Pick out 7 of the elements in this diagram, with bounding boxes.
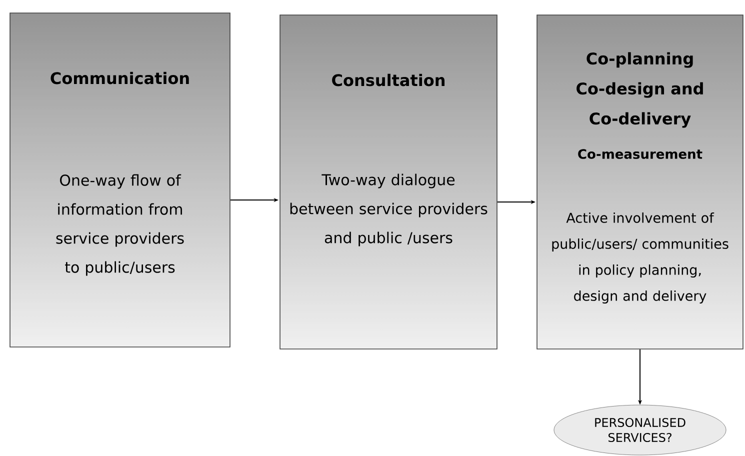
stage-heading: Consultation — [332, 74, 444, 86]
stage-subheading: Co-measurement — [578, 149, 702, 159]
stage-heading: Communication — [50, 72, 189, 84]
stage-description: Two-way dialogue between service providers and public /users — [290, 174, 488, 246]
stage-description: One-way flow of information from service providers to public/users — [56, 174, 184, 276]
stage-description: Active involvement of public/users/ communities in policy planning, design and delivery — [552, 212, 728, 304]
stage-heading: Co-planning Co-design and Co-delivery — [576, 52, 703, 128]
